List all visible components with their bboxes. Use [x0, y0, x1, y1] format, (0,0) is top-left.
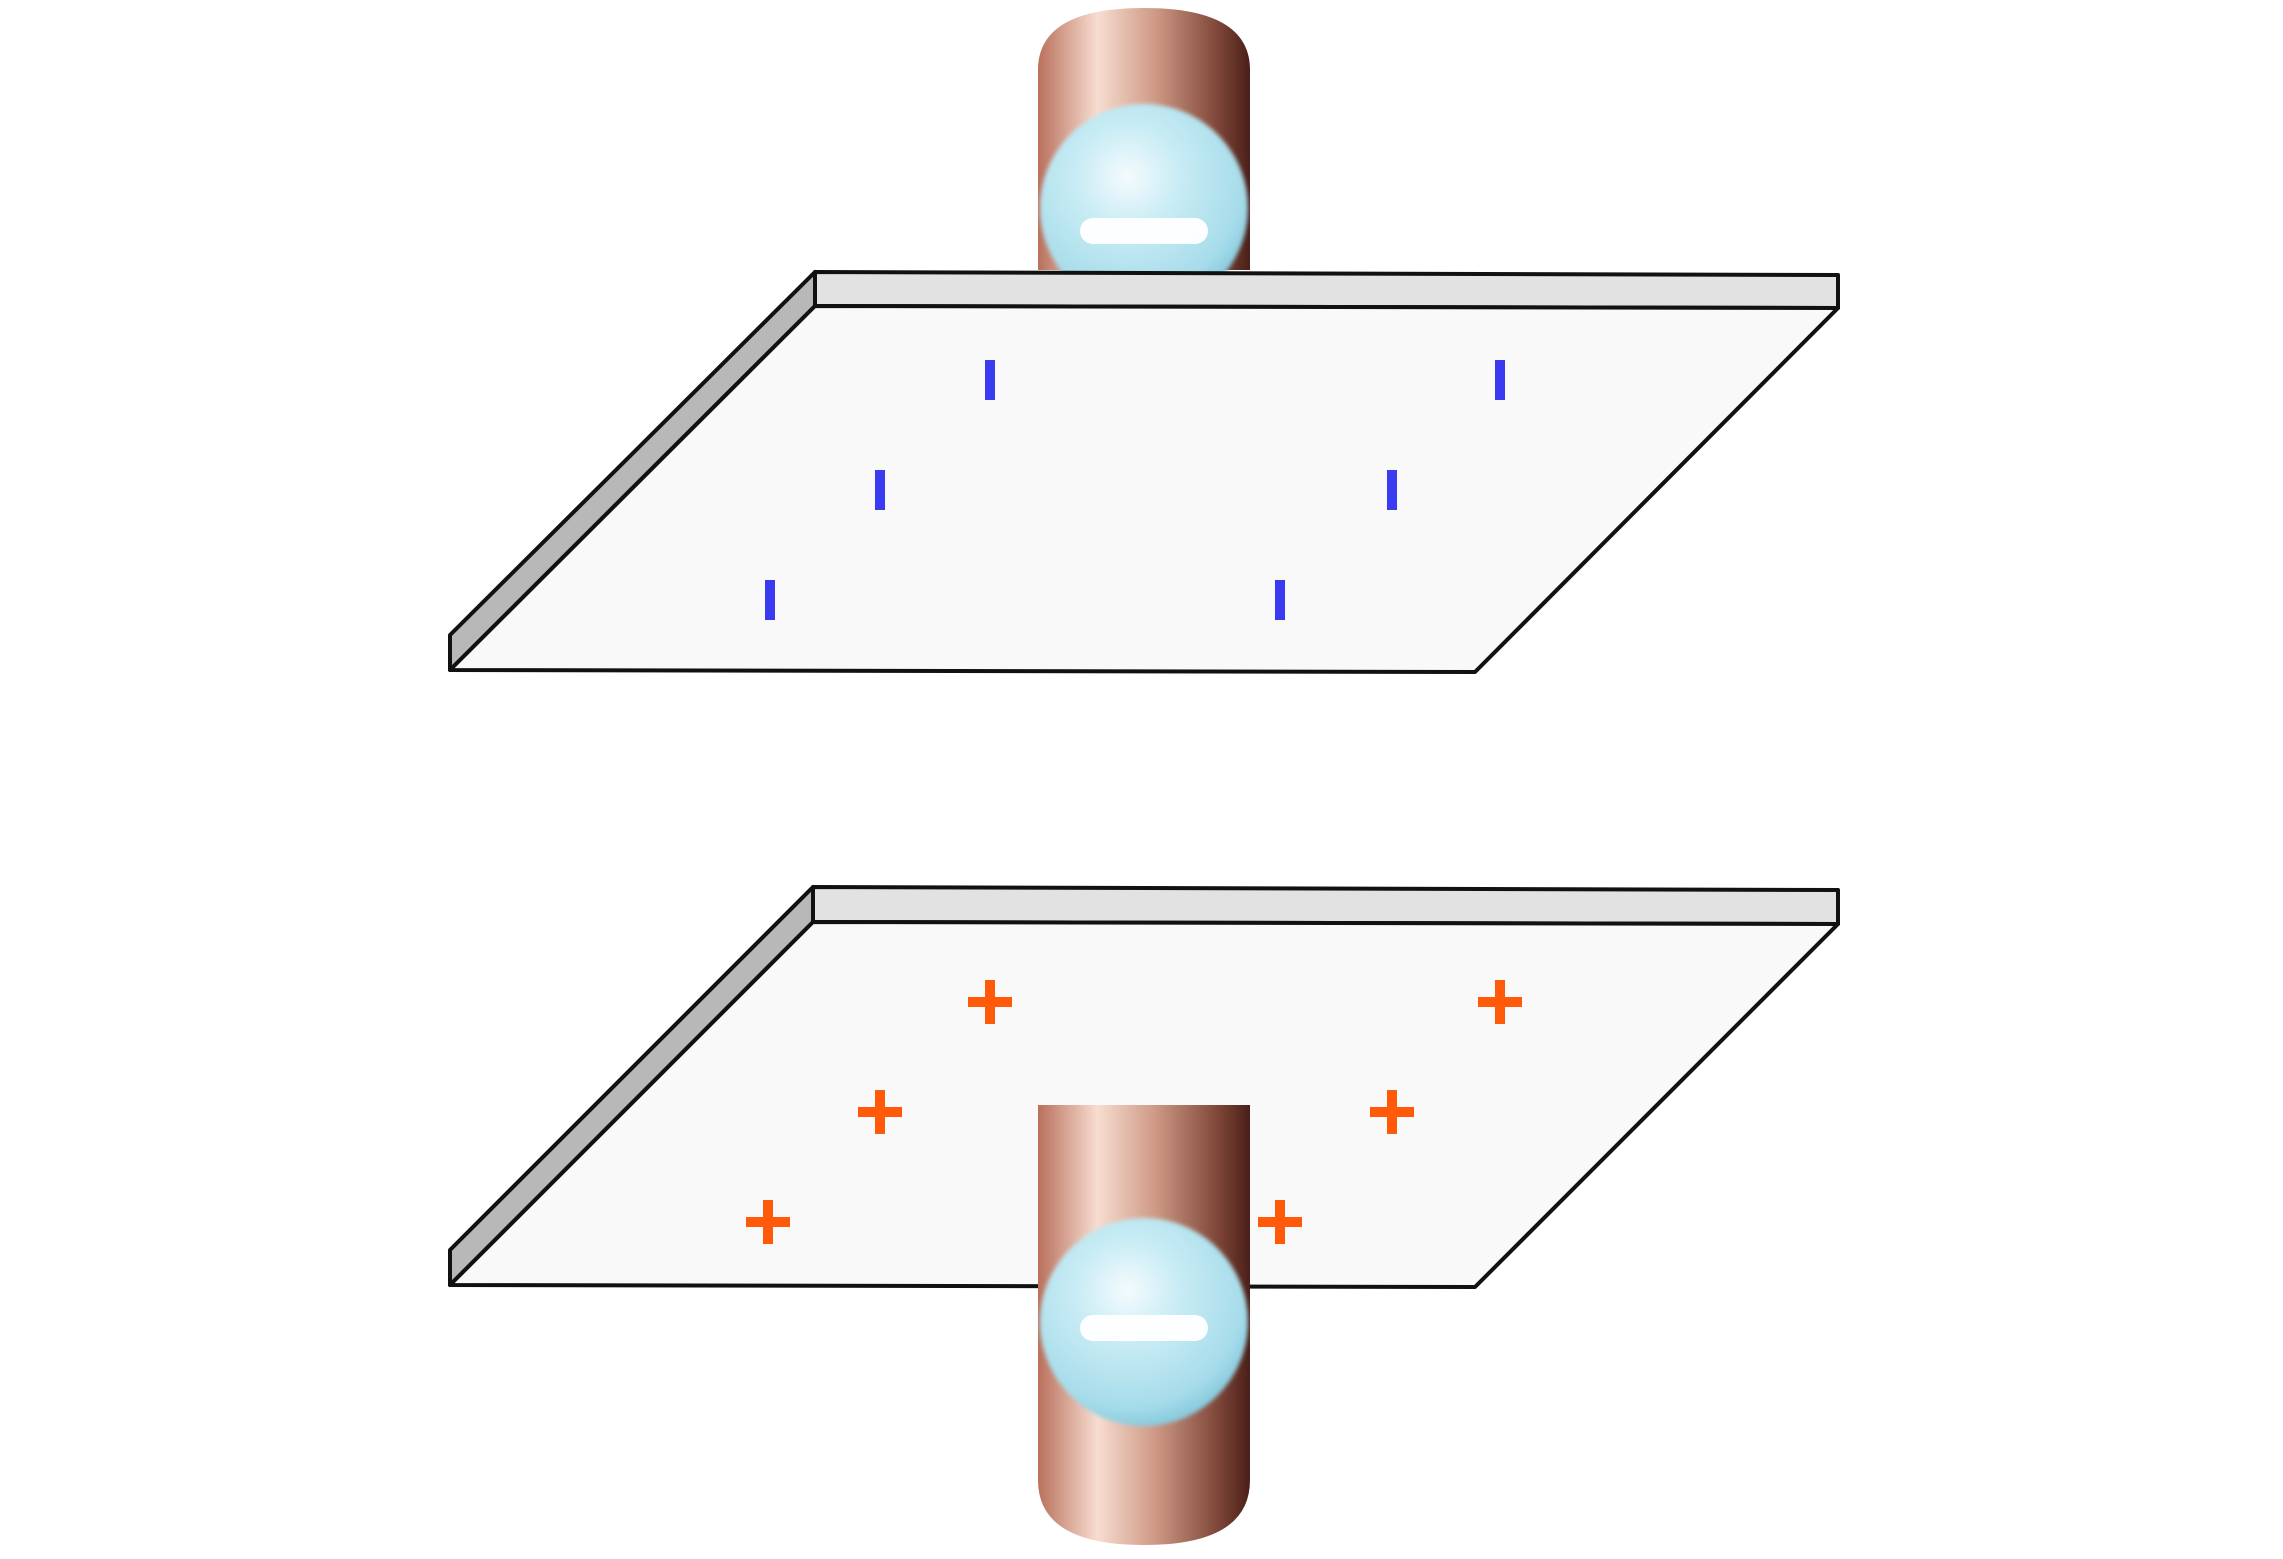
- top-plate-charges: [765, 360, 1505, 620]
- positive-charge-mark-1: [968, 980, 1012, 1024]
- positive-charge-mark-4: [1370, 1090, 1414, 1134]
- positive-charge-mark-2: [1478, 980, 1522, 1024]
- top-wire: [1038, 8, 1250, 312]
- top-electron: [1040, 104, 1248, 312]
- bottom-electron: [1040, 1218, 1248, 1426]
- top-electron-sphere: [1040, 104, 1248, 312]
- top-electron-minus-sign: [1080, 218, 1208, 244]
- negative-charge-mark-1: [985, 360, 995, 400]
- negative-charge-mark-3: [875, 470, 885, 510]
- bottom-wire: [1038, 1105, 1250, 1545]
- top-plate: [448, 270, 1840, 674]
- top-plate-face: [448, 304, 1840, 674]
- positive-charge-mark-6: [1258, 1200, 1302, 1244]
- bottom-plate-back-edge: [811, 885, 1840, 926]
- negative-charge-mark-6: [1275, 580, 1285, 620]
- bottom-electron-minus-sign: [1080, 1315, 1208, 1341]
- negative-charge-mark-5: [765, 580, 775, 620]
- top-plate-back-edge: [813, 270, 1840, 310]
- bottom-plate: [448, 885, 1840, 1289]
- negative-charge-mark-4: [1387, 470, 1397, 510]
- positive-charge-mark-5: [746, 1200, 790, 1244]
- bottom-plate-face: [448, 920, 1840, 1289]
- positive-charge-mark-3: [858, 1090, 902, 1134]
- bottom-plate-charges: [746, 980, 1522, 1244]
- negative-charge-mark-2: [1495, 360, 1505, 400]
